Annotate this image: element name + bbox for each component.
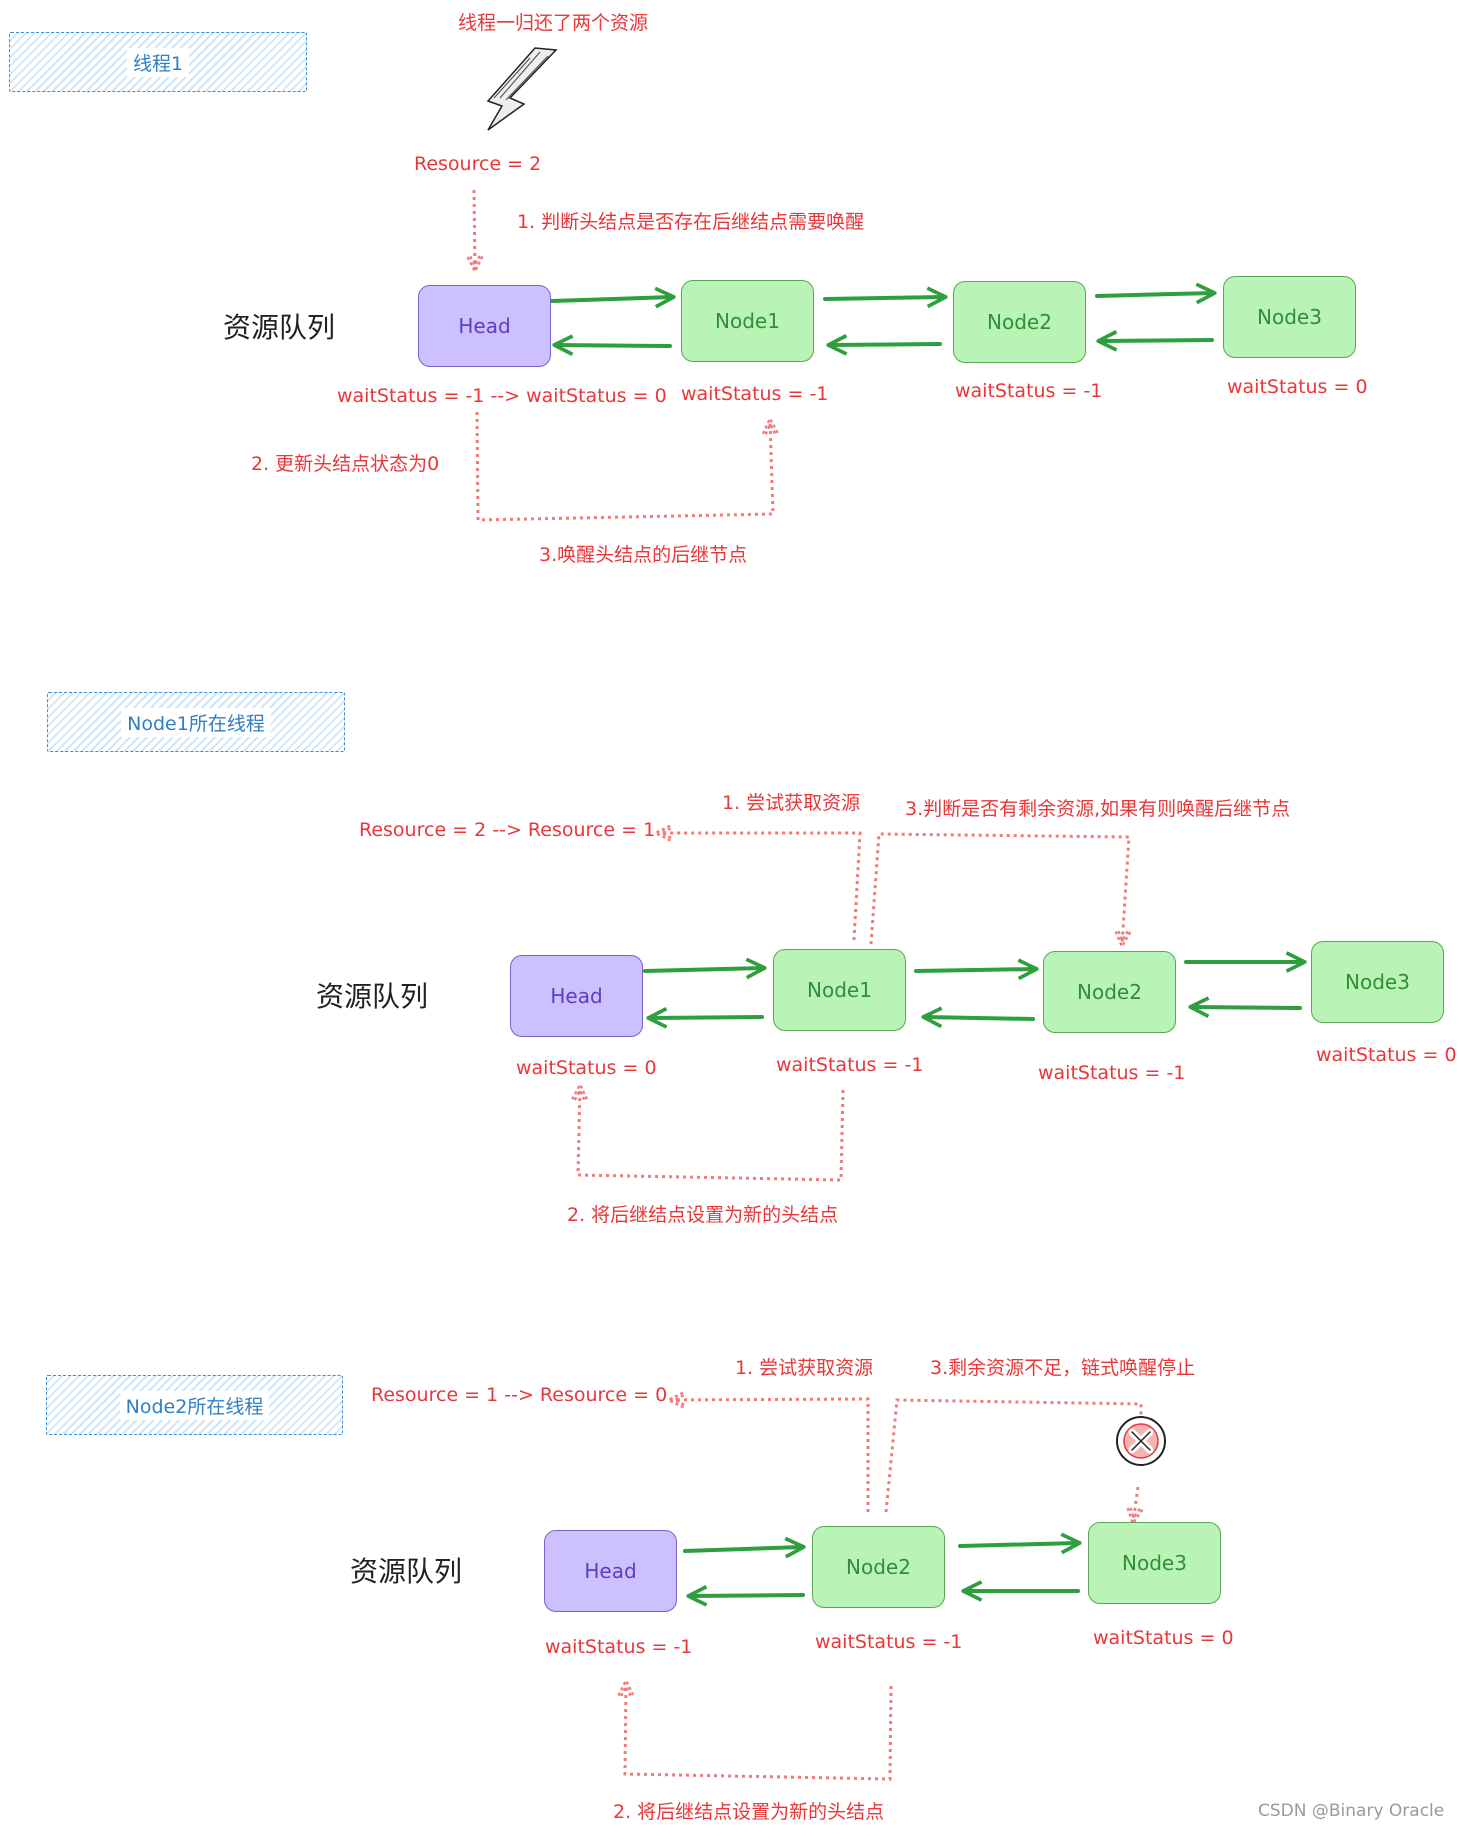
section2-step3: 3.判断是否有剩余资源,如果有则唤醒后继节点 (905, 798, 1291, 820)
section1-resource: Resource = 2 (414, 153, 542, 175)
section2-queue-label: 资源队列 (316, 980, 429, 1013)
section2-node2: Node2 (1043, 951, 1176, 1033)
sketch-pointer-arrow (486, 47, 558, 131)
section2-step2: 2. 将后继结点设置为新的头结点 (567, 1204, 839, 1226)
section1-step2: 2. 更新头结点状态为0 (251, 453, 440, 475)
section2-node1: Node1 (773, 949, 906, 1031)
section3-head-waitstatus: waitStatus = -1 (545, 1636, 693, 1658)
section3-dotted-connectors (625, 1399, 1141, 1781)
csdn-watermark: CSDN @Binary Oracle (1258, 1801, 1445, 1821)
section3-step1: 1. 尝试获取资源 (735, 1357, 874, 1379)
section1-node2-waitstatus: waitStatus = -1 (955, 380, 1103, 402)
section3-node2: Node2 (812, 1526, 945, 1608)
section1-queue-label: 资源队列 (223, 311, 336, 344)
node1-thread-label: Node1所在线程 (121, 707, 271, 737)
section1-dotted-connectors (474, 189, 773, 522)
section1-node3: Node3 (1223, 276, 1356, 358)
section3-resource: Resource = 1 --> Resource = 0 (371, 1384, 668, 1406)
section2-head-waitstatus: waitStatus = 0 (516, 1057, 657, 1079)
section2-node3: Node3 (1311, 941, 1444, 1023)
section2-head-node: Head (510, 955, 643, 1037)
section2-node1-waitstatus: waitStatus = -1 (776, 1054, 924, 1076)
section3-node3: Node3 (1088, 1522, 1221, 1604)
node2-thread-box: Node2所在线程 (46, 1375, 343, 1435)
section1-head-node: Head (418, 285, 551, 367)
section1-node2: Node2 (953, 281, 1086, 363)
section3-links (683, 1543, 1078, 1596)
section2-step1: 1. 尝试获取资源 (722, 792, 861, 814)
section1-node1: Node1 (681, 280, 814, 362)
section1-node1-waitstatus: waitStatus = -1 (681, 383, 829, 405)
section3-head-node: Head (544, 1530, 677, 1612)
thread1-label: 线程1 (126, 47, 190, 77)
section3-step2: 2. 将后继结点设置为新的头结点 (613, 1801, 885, 1823)
section3-node3-waitstatus: waitStatus = 0 (1093, 1627, 1234, 1649)
section1-step1: 1. 判断头结点是否存在后继结点需要唤醒 (517, 211, 865, 233)
section1-node3-waitstatus: waitStatus = 0 (1227, 376, 1368, 398)
thread1-box: 线程1 (9, 32, 307, 92)
section1-top-note: 线程一归还了两个资源 (458, 12, 649, 34)
node1-thread-box: Node1所在线程 (47, 692, 345, 752)
section1-step3: 3.唤醒头结点的后继节点 (539, 544, 748, 566)
section1-links (550, 293, 1213, 346)
section3-step3: 3.剩余资源不足，链式唤醒停止 (930, 1357, 1196, 1379)
stop-x-icon (1116, 1416, 1166, 1466)
section2-dotted-connectors (578, 833, 1129, 1182)
section2-links (643, 962, 1303, 1019)
node2-thread-label: Node2所在线程 (119, 1390, 270, 1420)
section3-node2-waitstatus: waitStatus = -1 (815, 1631, 963, 1653)
section1-head-waitstatus: waitStatus = -1 --> waitStatus = 0 (337, 385, 667, 407)
section2-node2-waitstatus: waitStatus = -1 (1038, 1062, 1186, 1084)
section3-queue-label: 资源队列 (350, 1555, 463, 1588)
section2-node3-waitstatus: waitStatus = 0 (1316, 1044, 1457, 1066)
section2-resource: Resource = 2 --> Resource = 1 (359, 819, 656, 841)
